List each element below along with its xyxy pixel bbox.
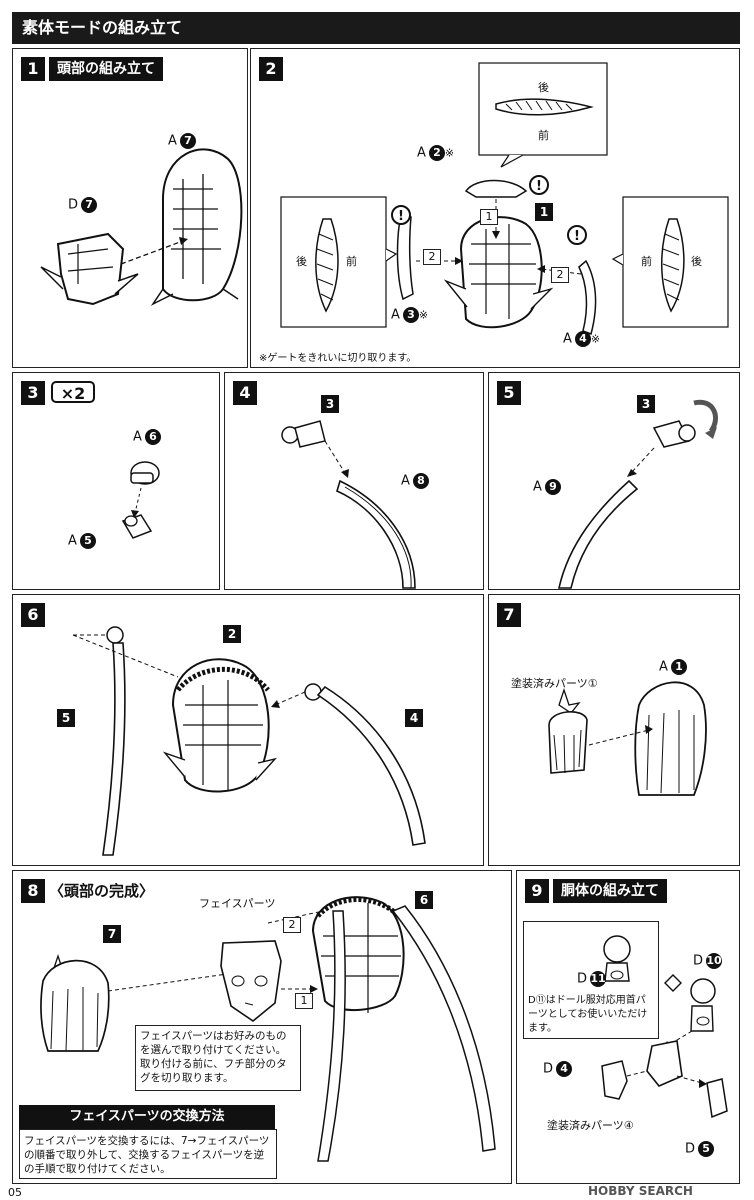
step-title: 頭部の組み立て <box>49 57 163 81</box>
face-note-text: フェイスパーツはお好みのものを選んで取り付けてください。取り付ける前に、フチ部分… <box>140 1030 287 1084</box>
exchange-box: フェイスパーツを交換するには、7→フェイスパーツの順番で取り外して、交換するフェ… <box>19 1129 277 1179</box>
order-tag-2: 2 <box>283 917 301 933</box>
step-number: 6 <box>21 603 45 627</box>
torso-assembly-illustration <box>601 935 728 1119</box>
face-note-callout: フェイスパーツはお好みのものを選んで取り付けてください。取り付ける前に、フチ部分… <box>135 1025 301 1091</box>
step-number: 3 <box>21 381 45 405</box>
doll-neck-note: D⑪はドール服対応用首パーツとしてお使いいただけます。 <box>528 995 648 1034</box>
caution-icon: ! <box>529 175 549 195</box>
ref-step-5: 5 <box>57 709 75 727</box>
ref-step-1: 1 <box>535 203 553 221</box>
page-title: 素体モードの組み立て <box>12 12 740 44</box>
step-8-panel: 8 〈頭部の完成〉 7 6 フェイスパーツ 2 1 フェイスパーツはお好みのもの… <box>12 870 512 1184</box>
back-label-top: 後 <box>538 81 549 94</box>
step-title: 〈頭部の完成〉 <box>49 882 155 900</box>
step-number: 5 <box>497 381 521 405</box>
front-label-left: 前 <box>346 255 357 268</box>
step-title: 胴体の組み立て <box>553 879 667 903</box>
ref-step-6: 6 <box>415 891 433 909</box>
step-number: 7 <box>497 603 521 627</box>
quantity-badge: ×2 <box>51 381 95 403</box>
watermark: HOBBY SEARCH <box>588 1184 693 1198</box>
order-tag-2-right: 2 <box>551 267 569 283</box>
painted-part-label: 塗装済みパーツ① <box>511 677 598 690</box>
head-twintail-assembly-illustration <box>72 626 426 856</box>
head-completion-illustration <box>40 896 496 1162</box>
order-tag-2-left: 2 <box>423 249 441 265</box>
step-number: 9 <box>525 879 549 903</box>
bangs-assembly-illustration <box>548 681 707 796</box>
step-number: 8 <box>21 879 45 903</box>
joint-assembly-illustration <box>121 461 160 539</box>
ref-step-4: 4 <box>405 709 423 727</box>
head-assembly-illustration <box>40 148 243 306</box>
front-label-top: 前 <box>538 129 549 142</box>
ref-step-3: 3 <box>637 395 655 413</box>
exchange-title-bar: フェイスパーツの交換方法 <box>19 1105 275 1129</box>
caution-icon: ! <box>567 225 587 245</box>
twintail-left-assembly-illustration <box>281 420 416 589</box>
step-number: 2 <box>259 57 283 81</box>
ref-step-2: 2 <box>223 625 241 643</box>
page-number: 05 <box>8 1186 22 1199</box>
ref-step-7: 7 <box>103 925 121 943</box>
gate-note: ※ゲートをきれいに切り取ります。 <box>259 353 417 364</box>
front-label-right: 前 <box>641 255 652 268</box>
step-number: 4 <box>233 381 257 405</box>
step-6-panel: 6 2 5 4 <box>12 594 484 866</box>
step-number: 1 <box>21 57 45 81</box>
face-parts-label: フェイスパーツ <box>199 897 276 910</box>
back-label-right: 後 <box>691 255 702 268</box>
exchange-text: フェイスパーツを交換するには、7→フェイスパーツの順番で取り外して、交換するフェ… <box>24 1135 270 1175</box>
back-label-left: 後 <box>296 255 307 268</box>
hair-braid-assembly-illustration <box>280 62 729 335</box>
order-tag-1: 1 <box>295 993 313 1009</box>
ref-step-3: 3 <box>321 395 339 413</box>
painted-part-label: 塗装済みパーツ④ <box>547 1119 634 1132</box>
twintail-right-assembly-illustration <box>558 399 718 589</box>
order-tag-1: 1 <box>480 209 498 225</box>
caution-icon: ! <box>391 205 411 225</box>
